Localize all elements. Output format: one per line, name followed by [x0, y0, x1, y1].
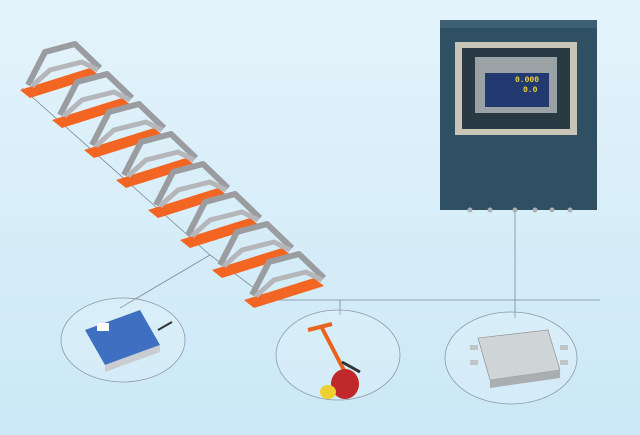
- idler-array: [20, 41, 327, 308]
- speed-sensor: [307, 322, 361, 399]
- controller-cabinet: [440, 20, 597, 213]
- idler: [148, 161, 231, 218]
- junction-box: [470, 329, 568, 388]
- load-cell: [85, 310, 173, 372]
- display-value-1: 0.000: [515, 76, 540, 85]
- connection-lines: [21, 87, 600, 318]
- idler: [20, 41, 103, 98]
- idler: [84, 101, 167, 158]
- idler: [116, 131, 199, 188]
- display-value-2: 0.0: [523, 86, 538, 95]
- idler: [244, 251, 327, 308]
- idler: [180, 191, 263, 248]
- idler: [52, 71, 135, 128]
- idler: [212, 221, 295, 278]
